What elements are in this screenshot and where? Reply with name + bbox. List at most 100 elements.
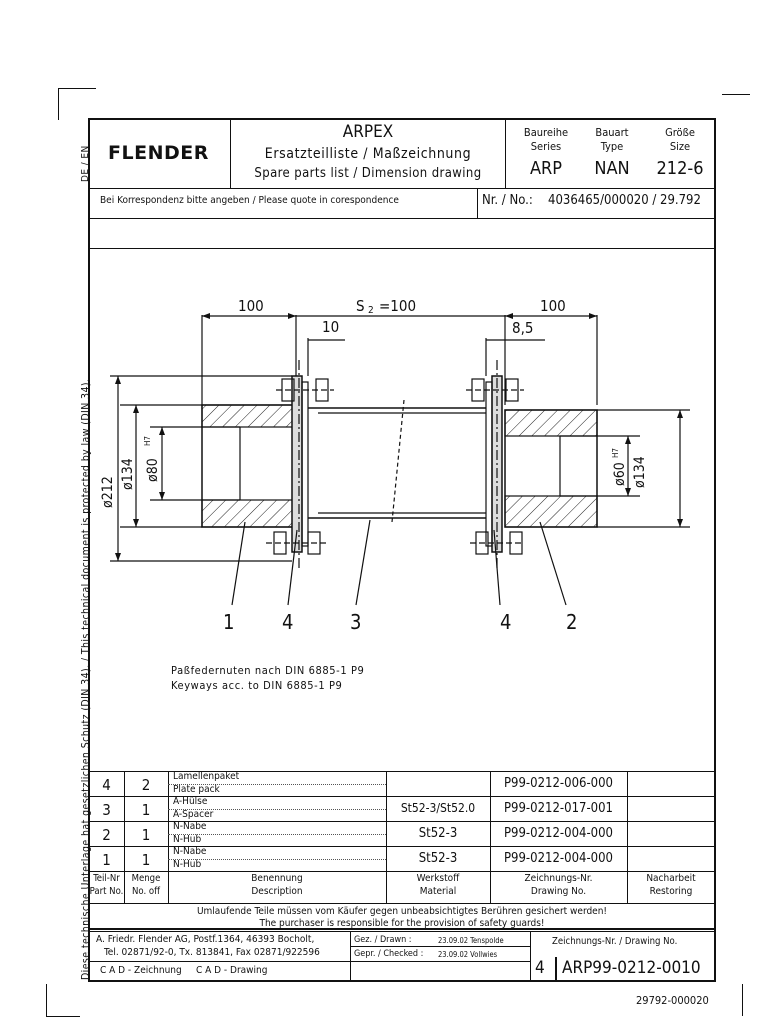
callout-1: 1	[223, 610, 235, 634]
divider	[89, 218, 715, 219]
drawing-no-label: Zeichnungs-Nr. / Drawing No.	[552, 936, 678, 947]
company-contact: Tel. 02871/92-0, Tx. 813841, Fax 02871/9…	[104, 947, 320, 958]
size-value: 212-6	[656, 158, 704, 179]
col-restoring-en: Restoring	[649, 886, 693, 897]
corner-mark	[46, 1016, 80, 1017]
col-restoring-de: Nacharbeit	[646, 873, 696, 884]
drawing-frame	[88, 118, 716, 930]
table-rule	[168, 859, 386, 860]
table-row-drawing-no: P99-0212-004-000	[504, 851, 613, 866]
col-drawing-no-en: Drawing No.	[530, 886, 587, 897]
table-rule	[124, 771, 125, 903]
table-row-part-no: 3	[102, 801, 111, 819]
series-label-de: Baureihe	[523, 126, 569, 139]
dia-134-left: ø134	[120, 458, 136, 490]
table-row-qty: 1	[141, 851, 151, 869]
keyway-note-en: Keyways acc. to DIN 6885-1 P9	[171, 679, 343, 692]
table-rule	[89, 846, 715, 847]
checked-label: Gepr. / Checked :	[354, 949, 424, 959]
table-row-name-en: Plate pack	[173, 784, 220, 795]
number-label: Nr. / No.:	[482, 193, 533, 208]
table-row-name-en: A-Spacer	[173, 809, 214, 820]
dia-212: ø212	[100, 476, 116, 508]
left-plate-pack	[291, 375, 303, 553]
divider	[477, 188, 478, 218]
corner-mark	[46, 984, 47, 1016]
table-row-part-no: 1	[102, 851, 111, 869]
type-label-en: Type	[600, 140, 624, 153]
size-label-en: Size	[669, 140, 691, 153]
drawing-no-value: ARP99-0212-0010	[562, 958, 701, 978]
drawn-label: Gez. / Drawn :	[354, 935, 412, 945]
footer-rule	[350, 946, 530, 947]
dim-right-length: 100	[540, 297, 566, 315]
title-de: Ersatzteilliste / Maßzeichnung	[264, 146, 472, 162]
table-row-qty: 2	[141, 776, 151, 794]
number-value: 4036465/000020 / 29.792	[548, 193, 701, 208]
dia-80-tolerance: H7	[143, 436, 152, 446]
correspondence-note: Bei Korrespondenz bitte angeben / Please…	[100, 195, 399, 206]
table-row-drawing-no: P99-0212-006-000	[504, 776, 613, 791]
divider	[505, 119, 506, 188]
col-name-en: Description	[251, 886, 303, 897]
dim-s2-symbol: S	[356, 297, 365, 315]
table-rule	[89, 903, 715, 904]
table-row-drawing-no: P99-0212-004-000	[504, 826, 613, 841]
checked-value: 23.09.02 Vollwies	[438, 950, 498, 959]
table-row-part-no: 2	[102, 826, 111, 844]
footer-rule	[89, 961, 530, 962]
corner-mark	[742, 984, 743, 1016]
title-en: Spare parts list / Dimension drawing	[254, 166, 482, 181]
warning-de: Umlaufende Teile müssen vom Käufer gegen…	[196, 906, 608, 917]
callout-3: 3	[350, 610, 362, 634]
type-value: NAN	[594, 158, 630, 179]
table-row-material: St52-3	[418, 826, 458, 841]
table-rule	[386, 771, 387, 903]
table-rule	[168, 809, 386, 810]
footer-rule	[555, 957, 557, 981]
dim-10: 10	[322, 318, 340, 336]
table-row-part-no: 4	[102, 776, 111, 794]
col-qty-de: Menge	[131, 873, 161, 884]
table-rule	[89, 871, 715, 872]
dim-8-5: 8,5	[512, 319, 534, 337]
series-value: ARP	[529, 158, 563, 179]
corner-mark	[722, 94, 750, 95]
type-label-de: Bauart	[595, 126, 629, 139]
dim-s2-subscript: 2	[368, 305, 374, 316]
dim-left-length: 100	[238, 297, 264, 315]
col-part-no-de: Teil-Nr	[93, 873, 120, 884]
company-address: A. Friedr. Flender AG, Postf.1364, 46393…	[96, 934, 315, 945]
dia-134-right: ø134	[632, 456, 648, 488]
table-rule	[89, 796, 715, 797]
callout-2: 2	[566, 610, 578, 634]
dim-s2-value: =100	[379, 297, 417, 315]
corner-mark	[58, 88, 59, 120]
keyway-note-de: Paßfedernuten nach DIN 6885-1 P9	[171, 664, 365, 677]
table-row-material: St52-3	[418, 851, 458, 866]
footer-rule	[350, 931, 351, 981]
table-rule	[490, 771, 491, 903]
divider	[89, 188, 715, 189]
flender-logo: FLENDER	[108, 142, 209, 164]
divider	[230, 119, 231, 188]
table-rule	[168, 834, 386, 835]
cad-note: C A D - Zeichnung C A D - Drawing	[100, 965, 268, 976]
col-name-de: Benennung	[251, 873, 303, 884]
table-row-qty: 1	[141, 801, 151, 819]
warning-en: The purchaser is responsible for the pro…	[259, 918, 545, 929]
dia-60-tolerance: H7	[611, 448, 620, 458]
table-row-name-de: A-Hülse	[173, 796, 208, 807]
col-qty-en: No. off	[132, 886, 160, 897]
table-row-name-en: N-Hub	[173, 834, 202, 845]
col-material-de: Werkstoff	[416, 873, 460, 884]
table-row-material: St52-3/St52.0	[400, 801, 476, 815]
footer-rule	[89, 931, 715, 932]
table-row-name-de: N-Nabe	[173, 821, 207, 832]
col-drawing-no-de: Zeichnungs-Nr.	[524, 873, 593, 884]
size-label-de: Größe	[665, 126, 695, 139]
table-rule	[89, 821, 715, 822]
table-rule	[89, 771, 715, 772]
corner-mark	[58, 88, 96, 89]
